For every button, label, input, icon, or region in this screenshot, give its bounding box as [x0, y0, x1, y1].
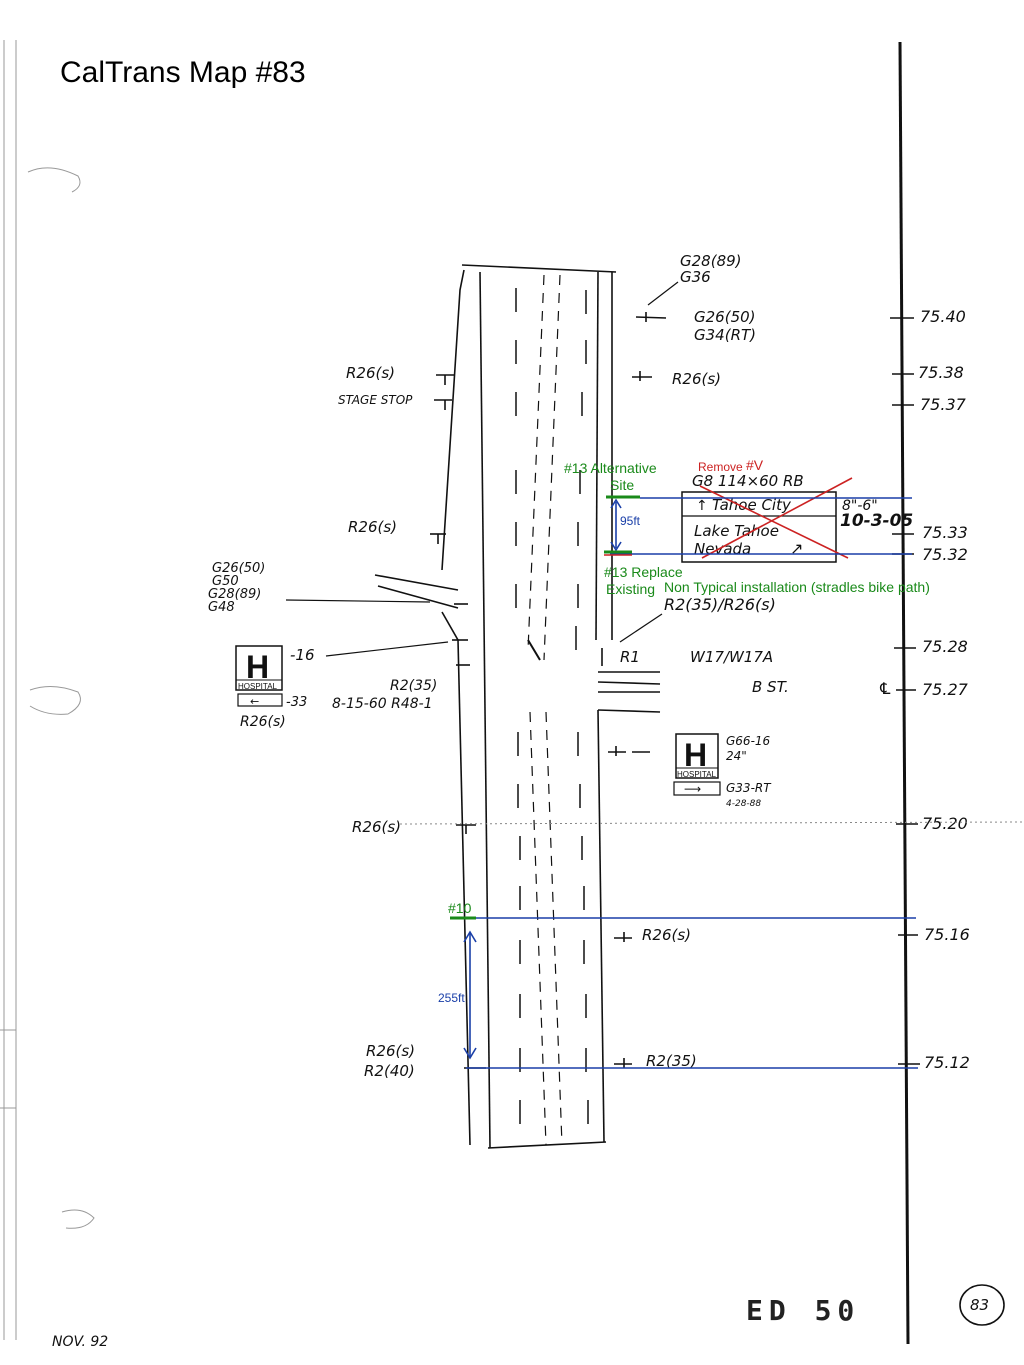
- postmile-75-27: 75.27: [922, 680, 969, 699]
- arrow-left-icon: ←: [250, 695, 259, 708]
- postmile-75-40: 75.40: [920, 307, 966, 326]
- label-g26-50: G26(50): [694, 308, 756, 326]
- postmile-75-38: 75.38: [918, 363, 964, 382]
- annotation-dist-255: 255ft: [438, 991, 465, 1005]
- map-title: CalTrans Map #83: [60, 56, 306, 89]
- label-r1: R1: [620, 648, 640, 666]
- hospital-sign-left: H HOSPITAL ←: [235, 645, 283, 708]
- label-hosp-left-r26: R26(s): [240, 714, 286, 730]
- label-b-st: B ST.: [752, 678, 789, 696]
- postmile-75-28: 75.28: [922, 637, 968, 656]
- label-r48: 8-15-60 R48-1: [332, 696, 433, 712]
- label-w17: W17/W17A: [690, 648, 773, 666]
- label-r2-r26: R2(35)/R26(s): [664, 595, 776, 614]
- annotations: #13 Alternative Site Remove #V 95ft #13 …: [438, 457, 930, 1005]
- postmile-axis: [898, 41, 910, 1345]
- postmile-75-33: 75.33: [922, 523, 968, 542]
- label-r26s-mid-left: R26(s): [348, 518, 397, 536]
- g8-sign-height: 8"-6": [842, 498, 878, 514]
- label-g33: G33-RT: [726, 781, 772, 795]
- annotation-replace-line2: Existing: [606, 581, 655, 597]
- arrow-diagonal-icon: ↗: [790, 539, 803, 558]
- label-r26s-left-top: R26(s): [346, 364, 395, 382]
- measurement-lines: [452, 497, 918, 1069]
- label-r2-35-left: R2(35): [390, 678, 437, 694]
- postmile-75-37: 75.37: [920, 395, 967, 414]
- hospital-left-word: HOSPITAL: [238, 682, 278, 691]
- label-left-cluster-2: G50: [212, 574, 239, 589]
- label-r2-40: R2(40): [364, 1062, 415, 1080]
- g8-sign-panel: [681, 491, 837, 563]
- label-g28-89: G28(89): [680, 252, 742, 270]
- sign-labels: G28(89) G36 G26(50) G34(RT) R26(s) R26(s…: [52, 252, 789, 1350]
- label-r26s-lower-left: R26(s): [352, 818, 401, 836]
- arrow-right-icon: ⟶: [684, 782, 701, 796]
- page-number: 83: [970, 1296, 989, 1314]
- postmile-75-12: 75.12: [924, 1053, 970, 1072]
- arrow-up-icon: ↑: [696, 498, 708, 514]
- hospital-h-icon: H: [684, 737, 707, 773]
- hospital-sign-right: H HOSPITAL ⟶: [673, 733, 721, 796]
- label-g66-size: 24": [726, 749, 747, 763]
- postmile-labels: 75.40 75.38 75.37 75.33 75.32 75.28 75.2…: [918, 307, 970, 1072]
- postmile-75-16: 75.16: [924, 925, 970, 944]
- hospital-right-word: HOSPITAL: [677, 770, 717, 779]
- road: [374, 264, 661, 1149]
- hospital-h-icon: H: [246, 649, 269, 685]
- g8-tahoe-city: Tahoe City: [712, 496, 792, 514]
- annotation-dist-95: 95ft: [620, 514, 641, 528]
- guide-sign-g8: G8 114×60 RB ↑ Tahoe City Lake Tahoe Nev…: [681, 472, 913, 563]
- annotation-remove-id: #V: [746, 457, 764, 473]
- annotation-non-typical: Non Typical installation (stradles bike …: [664, 579, 930, 595]
- label-r26s-lower-right: R26(s): [642, 926, 691, 944]
- annotation-site-10: #10: [448, 900, 472, 916]
- postmile-75-20: 75.20: [922, 814, 968, 833]
- route-label: ED 50: [746, 1294, 860, 1327]
- label-g33-date: 4-28-88: [726, 799, 761, 809]
- scan-dotted-line: [399, 821, 1024, 825]
- centerline-icon: ℄: [878, 679, 892, 698]
- annotation-remove: Remove: [698, 460, 743, 474]
- annotation-alt-site-line2: Site: [610, 477, 634, 493]
- label-r26s-right-top: R26(s): [672, 370, 721, 388]
- label-stage-stop: STAGE STOP: [338, 393, 413, 407]
- annotation-replace-line1: #13 Replace: [604, 564, 683, 580]
- g8-lake-tahoe: Lake Tahoe: [694, 522, 779, 540]
- annotation-alt-site-line1: #13 Alternative: [564, 460, 657, 476]
- median-turn: [527, 639, 541, 661]
- label-date-footer: NOV. 92: [52, 1334, 108, 1350]
- label-r26s-bottom-left: R26(s): [366, 1042, 415, 1060]
- label-hosp-left-33: -33: [286, 695, 307, 710]
- g8-sign-date: 10-3-05: [840, 511, 913, 531]
- label-r2-35-bottom: R2(35): [646, 1052, 697, 1070]
- label-left-cluster-4: G48: [208, 600, 235, 615]
- label-left-cluster-1: G26(50): [212, 561, 265, 576]
- leader-lines: [285, 281, 679, 657]
- sign-post-ticks: [430, 312, 667, 1069]
- label-g36: G36: [680, 268, 711, 286]
- page-number-circle: [959, 1284, 1005, 1326]
- label-left-cluster-3: G28(89): [208, 587, 261, 602]
- label-hosp-left-16: -16: [290, 646, 315, 664]
- site-markers: [450, 495, 640, 920]
- g8-nevada: Nevada: [694, 540, 751, 558]
- g8-sign-spec: G8 114×60 RB: [692, 472, 804, 490]
- page-edge-marks: [0, 40, 95, 1340]
- label-g66: G66-16: [726, 734, 771, 748]
- postmile-75-32: 75.32: [922, 545, 968, 564]
- label-g34-rt: G34(RT): [694, 326, 756, 344]
- lane-dashes: [515, 288, 589, 1124]
- median-dashes: [527, 274, 563, 1146]
